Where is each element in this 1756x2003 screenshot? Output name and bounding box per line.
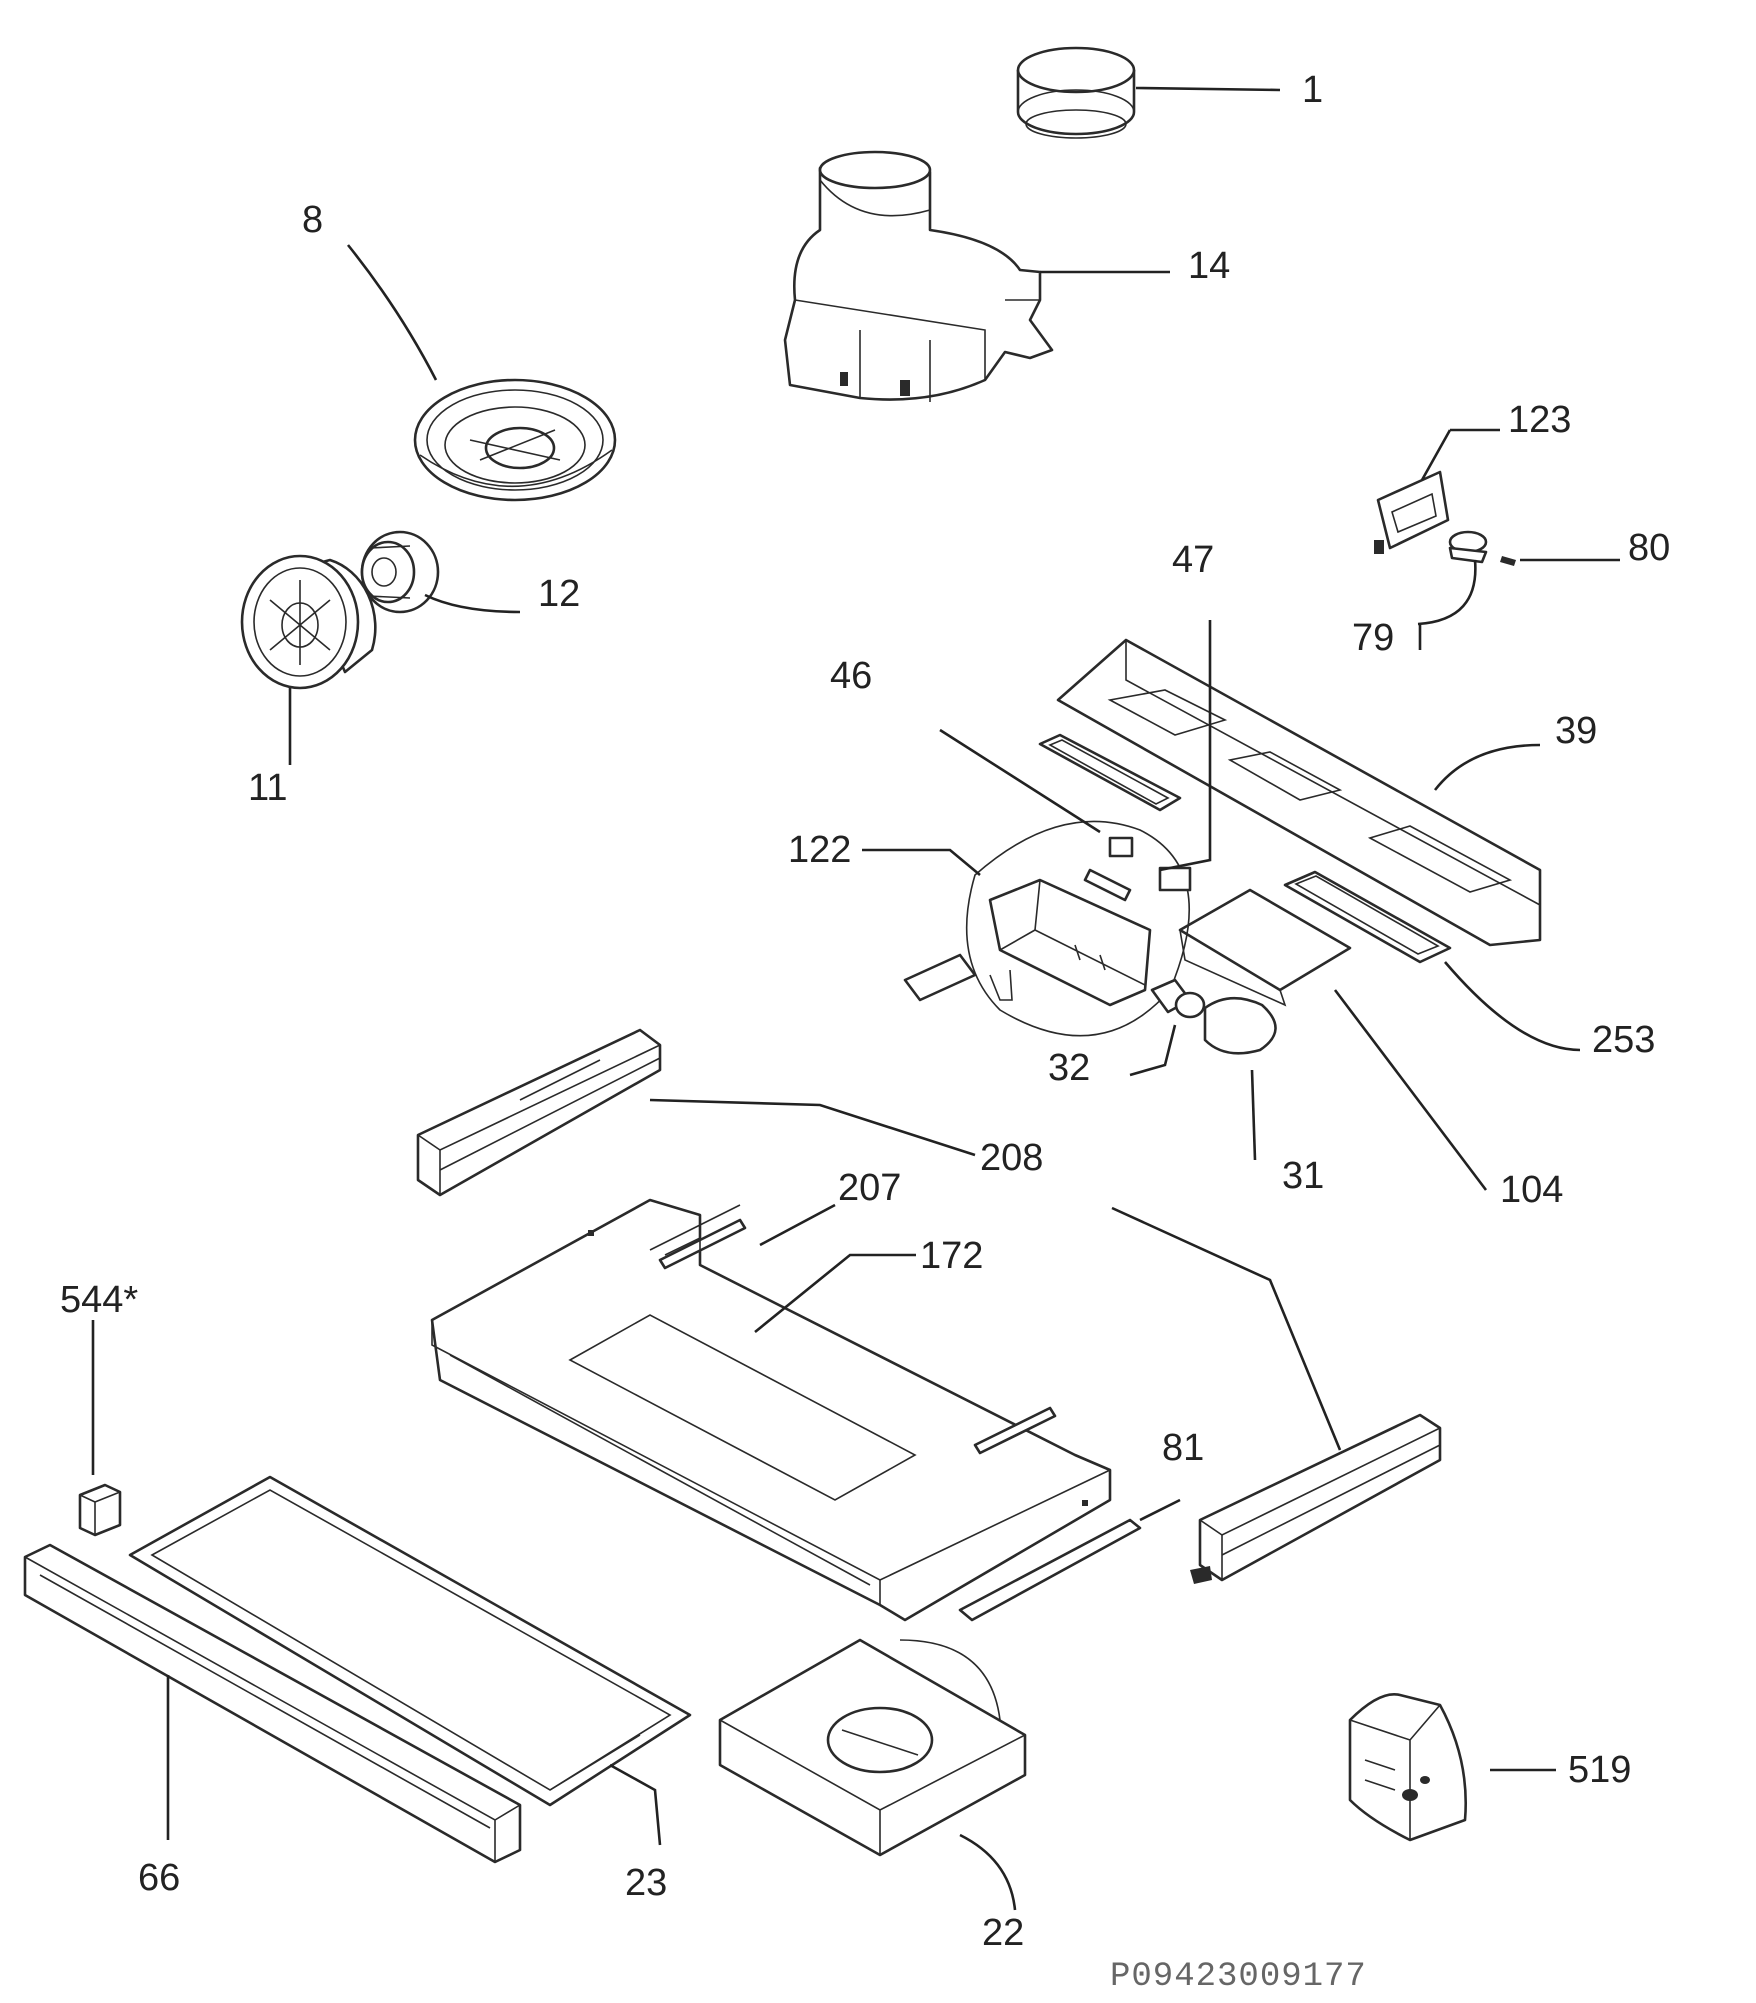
part-79-clip bbox=[1448, 530, 1488, 564]
part-66-front-trim bbox=[23, 1543, 522, 1864]
callout-544: 544* bbox=[60, 1279, 138, 1321]
callout-66: 66 bbox=[138, 1857, 180, 1899]
callout-172: 172 bbox=[920, 1235, 983, 1277]
part-104-lamp-cover bbox=[1178, 888, 1352, 1007]
callout-8: 8 bbox=[302, 199, 323, 241]
leader-lines bbox=[91, 86, 1620, 1911]
part-519-parts-bag bbox=[1348, 1693, 1467, 1842]
callout-253: 253 bbox=[1592, 1019, 1655, 1061]
callout-47: 47 bbox=[1172, 539, 1214, 581]
part-172-chassis-plate bbox=[430, 1198, 1112, 1622]
callout-519: 519 bbox=[1568, 1749, 1631, 1791]
callout-122: 122 bbox=[788, 829, 851, 871]
callout-39: 39 bbox=[1555, 710, 1597, 752]
callout-22: 22 bbox=[982, 1912, 1024, 1954]
callout-80: 80 bbox=[1628, 527, 1670, 569]
callout-207: 207 bbox=[838, 1167, 901, 1209]
part-22-deflector-box bbox=[718, 1638, 1027, 1857]
part-123-bracket bbox=[1374, 470, 1450, 554]
callout-12: 12 bbox=[538, 573, 580, 615]
part-122-switch-housing bbox=[903, 820, 1192, 1037]
callout-79: 79 bbox=[1352, 617, 1394, 659]
part-208-rail-right bbox=[1190, 1413, 1442, 1584]
part-31-bulb bbox=[1203, 996, 1277, 1055]
callout-123: 123 bbox=[1508, 399, 1571, 441]
callout-104: 104 bbox=[1500, 1169, 1563, 1211]
part-253-grille bbox=[1283, 870, 1452, 964]
callout-208: 208 bbox=[980, 1137, 1043, 1179]
part-12-motor bbox=[360, 530, 440, 614]
part-filter-frame bbox=[1038, 733, 1182, 812]
part-80-screw bbox=[1500, 556, 1516, 566]
callout-46: 46 bbox=[830, 655, 872, 697]
callout-11: 11 bbox=[248, 767, 287, 809]
part-32-lamp-holder bbox=[1150, 978, 1206, 1019]
callout-14: 14 bbox=[1188, 245, 1230, 287]
document-code: P09423009177 bbox=[1110, 1958, 1367, 1996]
part-81-small-rail bbox=[958, 1518, 1142, 1622]
part-8-inlet-ring bbox=[413, 378, 617, 502]
part-544-clip bbox=[78, 1483, 122, 1537]
part-1-duct-collar bbox=[1016, 46, 1136, 139]
part-39-channel bbox=[1056, 638, 1542, 947]
callout-23: 23 bbox=[625, 1862, 667, 1904]
part-14-blower-housing bbox=[783, 150, 1054, 402]
callout-labels: 1 8 14 12 11 123 47 80 79 46 39 122 253 … bbox=[60, 69, 1670, 1954]
callout-32: 32 bbox=[1048, 1047, 1090, 1089]
callout-1: 1 bbox=[1302, 69, 1323, 111]
callout-31: 31 bbox=[1282, 1155, 1324, 1197]
part-208-rail-left bbox=[416, 1028, 662, 1197]
callout-81: 81 bbox=[1162, 1427, 1204, 1469]
part-23-filter-panel bbox=[128, 1475, 692, 1807]
part-11-fan-wheel bbox=[240, 554, 377, 690]
